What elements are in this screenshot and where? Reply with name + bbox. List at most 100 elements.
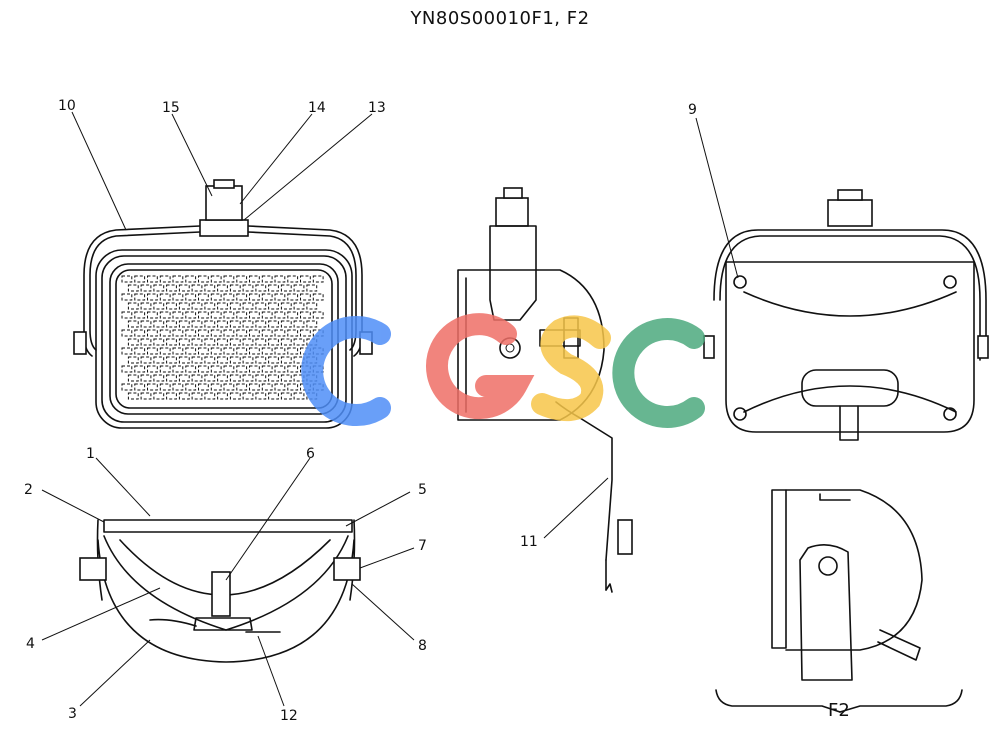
- lens-cell: [153, 392, 165, 400]
- callout-2: 2: [24, 482, 33, 498]
- lens-cell: [249, 347, 260, 355]
- lens-cell: [204, 374, 216, 382]
- lens-cell: [210, 311, 222, 319]
- lens-cell: [166, 338, 177, 346]
- callout-14: 14: [308, 100, 326, 116]
- lens-cell: [191, 356, 203, 364]
- lens-cell: [127, 284, 139, 292]
- lens-cell: [223, 347, 235, 355]
- lens-cell: [223, 311, 235, 319]
- lens-cell: [147, 365, 158, 373]
- callout-9: 9: [688, 102, 697, 118]
- lens-cell: [191, 338, 203, 346]
- watermark-letter-c1: [301, 316, 391, 426]
- lens-cell: [223, 329, 235, 337]
- lens-cell: [134, 293, 146, 301]
- lens-cell: [242, 338, 254, 346]
- lens-cell: [236, 293, 248, 301]
- lens-cell: [178, 338, 190, 346]
- lens-cell: [127, 302, 139, 310]
- lens-cell: [153, 338, 165, 346]
- lens-cell: [153, 374, 165, 382]
- lens-cell: [300, 329, 311, 337]
- lens-cell: [287, 311, 299, 319]
- watermark-logo: [301, 313, 705, 428]
- lens-cell: [312, 293, 324, 301]
- lens-cell: [249, 311, 260, 319]
- diagram-title: YN80S00010F1, F2: [410, 8, 590, 29]
- lens-cell: [242, 302, 254, 310]
- lens-grid: [121, 275, 324, 400]
- lens-cell: [249, 383, 260, 391]
- lens-cell: [223, 383, 235, 391]
- lens-cell: [229, 320, 241, 328]
- lens-cell: [172, 275, 184, 283]
- callout-6: 6: [306, 446, 315, 462]
- lens-cell: [166, 392, 177, 400]
- lens-cell: [153, 320, 165, 328]
- lens-cell: [127, 392, 139, 400]
- lens-cell: [134, 329, 146, 337]
- callout-5: 5: [418, 482, 427, 498]
- callout-8: 8: [418, 638, 427, 654]
- lens-cell: [242, 374, 254, 382]
- lens-cell: [274, 293, 286, 301]
- lens-cell: [255, 302, 267, 310]
- lens-cell: [147, 311, 158, 319]
- lens-cell: [198, 383, 209, 391]
- lens-cell: [280, 338, 292, 346]
- lens-cell: [287, 275, 299, 283]
- lens-cell: [261, 329, 273, 337]
- lens-cell: [198, 347, 209, 355]
- lens-cell: [121, 275, 133, 283]
- lens-cell: [255, 284, 267, 292]
- lens-cell: [293, 302, 305, 310]
- lamp-rear-view: [703, 189, 989, 441]
- lens-cell: [300, 275, 311, 283]
- lens-cell: [287, 365, 299, 373]
- lens-cell: [191, 320, 203, 328]
- lens-cell: [268, 302, 279, 310]
- lens-cell: [140, 302, 152, 310]
- lens-cell: [236, 275, 248, 283]
- lens-cell: [261, 347, 273, 355]
- lens-cell: [210, 329, 222, 337]
- lens-cell: [147, 275, 158, 283]
- lens-cell: [217, 338, 228, 346]
- lens-cell: [178, 284, 190, 292]
- lens-cell: [306, 284, 318, 292]
- lens-cell: [178, 356, 190, 364]
- lens-cell: [185, 293, 197, 301]
- lens-cell: [274, 347, 286, 355]
- callout-10: 10: [58, 98, 76, 114]
- lens-cell: [204, 284, 216, 292]
- lens-cell: [217, 356, 228, 364]
- lens-cell: [268, 392, 279, 400]
- lens-cell: [204, 338, 216, 346]
- lens-cell: [236, 347, 248, 355]
- lens-cell: [217, 374, 228, 382]
- lens-cell: [191, 284, 203, 292]
- lens-cell: [210, 347, 222, 355]
- lens-cell: [280, 302, 292, 310]
- lens-cell: [166, 356, 177, 364]
- callout-15: 15: [162, 100, 180, 116]
- lens-cell: [223, 275, 235, 283]
- watermark-letter-c2: [612, 318, 705, 428]
- lens-cell: [127, 374, 139, 382]
- lens-cell: [185, 347, 197, 355]
- lens-cell: [140, 392, 152, 400]
- lens-cell: [306, 320, 318, 328]
- callout-leaders-a: [71, 111, 373, 231]
- lens-cell: [159, 275, 171, 283]
- lens-cell: [268, 338, 279, 346]
- lens-cell: [293, 284, 305, 292]
- variant-label-f2: F2: [828, 700, 850, 721]
- lens-cell: [204, 320, 216, 328]
- lens-cell: [147, 293, 158, 301]
- lens-cell: [204, 302, 216, 310]
- lens-cell: [172, 329, 184, 337]
- lens-cell: [121, 383, 133, 391]
- lens-cell: [159, 383, 171, 391]
